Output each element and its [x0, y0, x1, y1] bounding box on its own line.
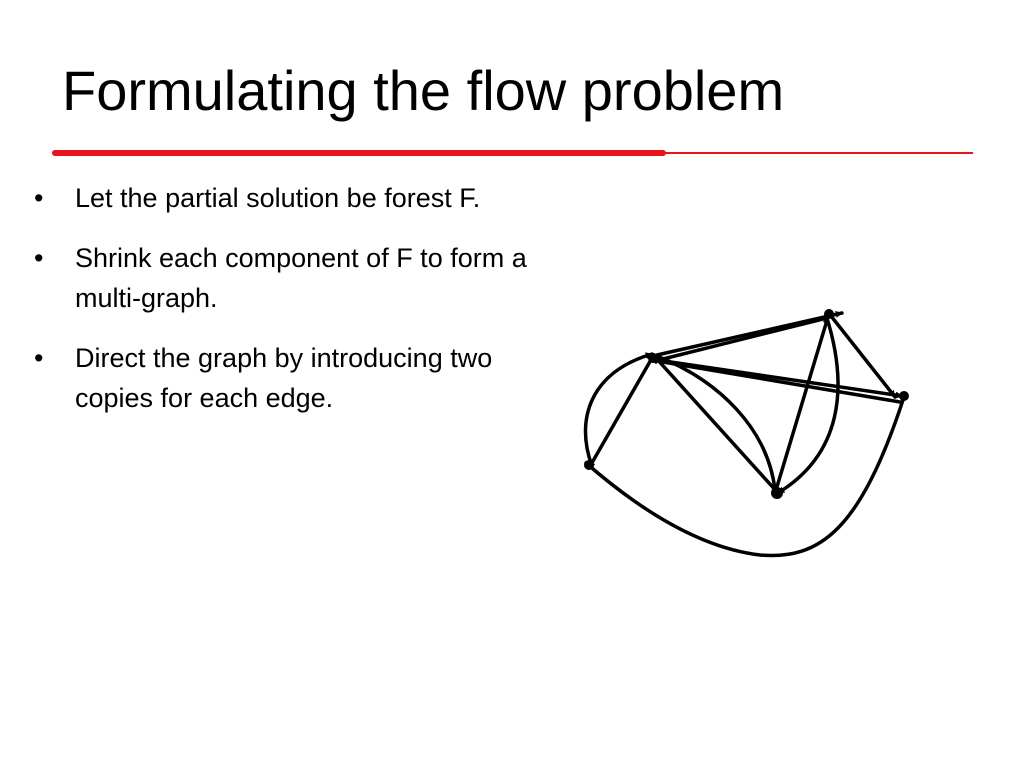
node-top: [824, 309, 834, 319]
bullet-text: Shrink each component of F to form a mul…: [75, 243, 527, 313]
bullet-item: • Let the partial solution be forest F.: [34, 178, 635, 218]
edge-left-to-far-left: [587, 356, 654, 470]
title-underline-thick: [52, 150, 666, 156]
bullet-list: • Let the partial solution be forest F. …: [34, 178, 635, 438]
bullet-text: Direct the graph by introducing two copi…: [75, 343, 493, 413]
bullet-dot-icon: •: [34, 183, 44, 213]
slide-title: Formulating the flow problem: [62, 59, 785, 122]
edge-right-to-far-left: [584, 398, 905, 558]
bullet-item: • Direct the graph by introducing two co…: [34, 338, 575, 418]
bullet-item: • Shrink each component of F to form a m…: [34, 238, 575, 318]
edge-top-to-right: [829, 314, 897, 399]
edge-bottom-to-top: [774, 315, 830, 492]
bullet-dot-icon: •: [34, 243, 44, 273]
edge-top-to-left: [653, 316, 829, 363]
title-underline-thin: [660, 152, 973, 154]
bullet-dot-icon: •: [34, 343, 44, 373]
node-left: [648, 353, 658, 363]
node-far-left: [584, 460, 594, 470]
edge-left-to-right: [655, 358, 904, 399]
node-bottom: [771, 487, 783, 499]
edge-left-to-top: [655, 310, 844, 357]
edge-right-to-left: [649, 357, 902, 404]
node-right: [899, 391, 909, 401]
edge-bottom-to-left: [652, 353, 777, 492]
edge-left-to-bottom: [654, 356, 780, 495]
bullet-text: Let the partial solution be forest F.: [75, 183, 481, 213]
edge-top-to-bottom: [776, 313, 840, 495]
edge-far-left-to-left: [583, 352, 654, 468]
